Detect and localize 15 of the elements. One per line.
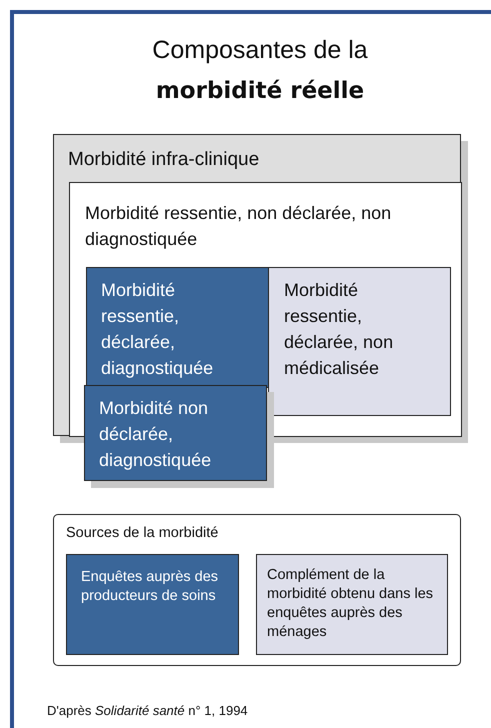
box-label: Morbidité ressentie, non déclarée, non diagnostiquée — [85, 202, 392, 251]
box-label: Enquêtes auprès des producteurs de soins — [81, 568, 220, 606]
category-box — [268, 267, 451, 416]
box-label: Sources de la morbidité — [66, 524, 220, 543]
sources-panel — [53, 514, 461, 666]
box-label: Morbidité infra-clinique — [68, 148, 260, 172]
box-label: Morbidité ressentie, déclarée, non médicalisée — [284, 279, 394, 380]
source-box — [66, 554, 239, 655]
title: Composantes de la morbidité réelle — [151, 35, 369, 106]
caption: D'après Solidarité santé n° 1, 1994 — [47, 703, 248, 718]
source-box — [256, 554, 448, 655]
box-label: Morbidité non déclarée, diagnostiquée — [99, 397, 212, 472]
category-box — [86, 267, 269, 388]
box-label: Morbidité ressentie, déclarée, diagnostiquée — [101, 279, 214, 380]
box-label: Complément de la morbidité obtenu dans les enquêtes auprès des ménages — [267, 566, 434, 642]
